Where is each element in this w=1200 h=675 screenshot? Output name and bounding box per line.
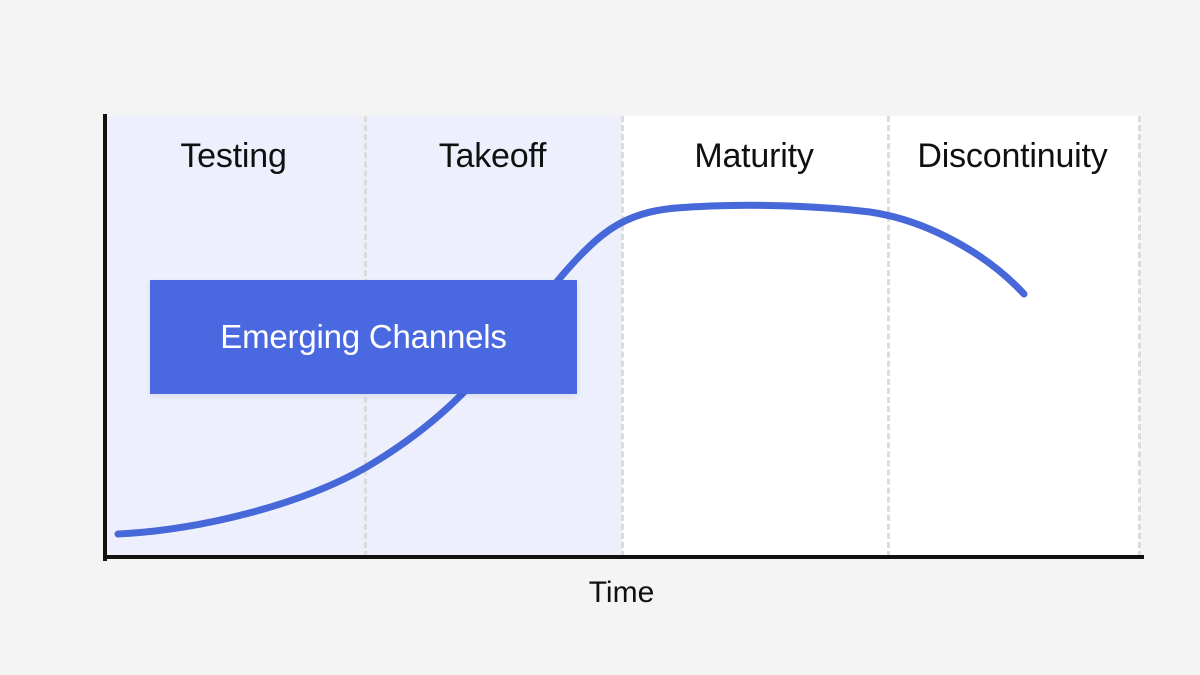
phase-label-testing: Testing [180,137,287,175]
phase-divider-takeoff-maturity [621,116,624,557]
emerging-channels-callout: Emerging Channels [150,280,577,394]
phase-label-discontinuity: Discontinuity [917,137,1108,175]
callout-label: Emerging Channels [220,318,507,355]
phase-divider-right-edge [1138,116,1141,557]
phase-label-takeoff: Takeoff [438,137,547,175]
x-axis-title: Time [588,576,655,609]
phase-label-maturity: Maturity [694,137,814,175]
phase-divider-maturity-discontinuity [887,116,890,557]
x-axis-line [103,555,1144,559]
y-axis-line [103,114,107,561]
